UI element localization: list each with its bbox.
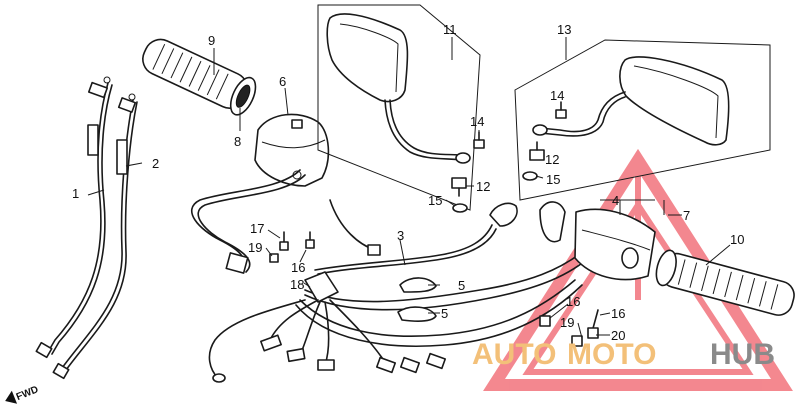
callout-labels: 1 2 3 4 5 5 6 7 8 9 10 11 12 12 13 14 14… [72, 22, 744, 343]
left-grip [142, 38, 257, 116]
wiring-harness [191, 169, 593, 348]
left-mirror [317, 4, 481, 211]
callout-16b: 16 [566, 294, 580, 309]
callout-11: 11 [443, 22, 457, 37]
callout-4: 4 [612, 193, 619, 208]
callout-20: 20 [611, 328, 625, 343]
watermark-moto: MOTO [567, 338, 656, 371]
callout-15a: 15 [428, 193, 442, 208]
right-mirror [514, 39, 771, 201]
callout-3: 3 [397, 228, 404, 243]
callout-7: 7 [683, 208, 690, 223]
throttle-cables [35, 76, 138, 380]
callout-13: 13 [557, 22, 571, 37]
small-fasteners [269, 231, 599, 347]
callout-18: 18 [290, 277, 304, 292]
callout-16c: 16 [611, 306, 625, 321]
callout-16a: 16 [291, 260, 305, 275]
callout-5b: 5 [441, 306, 448, 321]
right-grip [655, 249, 795, 316]
wire-clamps [397, 277, 437, 322]
mirror-hardware [451, 101, 567, 213]
callout-17: 17 [250, 221, 264, 236]
callout-5a: 5 [458, 278, 465, 293]
callout-9: 9 [208, 33, 215, 48]
watermark-text: AUTO MOTO HUB [472, 338, 775, 371]
callout-1: 1 [72, 186, 79, 201]
callout-14b: 14 [550, 88, 564, 103]
leader-lines [87, 37, 731, 339]
right-switch-housing [539, 201, 656, 281]
fwd-label: FWD [15, 384, 40, 403]
callout-12b: 12 [545, 152, 559, 167]
callout-15b: 15 [546, 172, 560, 187]
callout-12a: 12 [476, 179, 490, 194]
callout-14a: 14 [470, 114, 484, 129]
callout-8: 8 [234, 134, 241, 149]
fwd-arrow: FWD [5, 384, 40, 404]
watermark-hub: HUB [710, 338, 775, 371]
left-switch-housing [254, 113, 330, 187]
connector-cluster [208, 271, 447, 383]
callout-10: 10 [730, 232, 744, 247]
callout-19a: 19 [248, 240, 262, 255]
callout-19b: 19 [560, 315, 574, 330]
watermark-auto: AUTO [472, 338, 556, 371]
callout-2: 2 [152, 156, 159, 171]
callout-6: 6 [279, 74, 286, 89]
